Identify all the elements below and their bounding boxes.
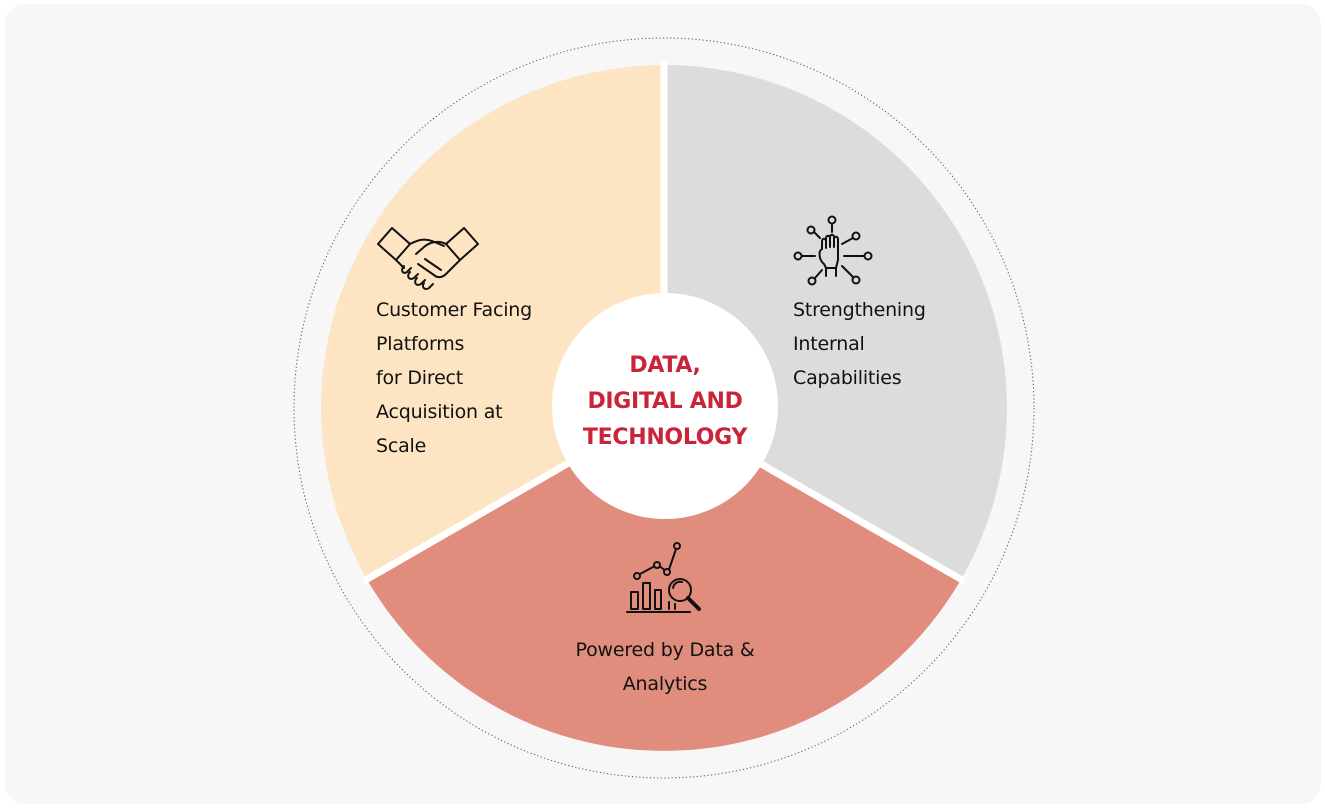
outer-dotted-ring: [293, 37, 1035, 779]
handshake-icon: [377, 227, 479, 291]
segment-label-internal-capabilities: Strengthening Internal Capabilities: [793, 299, 926, 389]
analytics-chart-icon: [626, 542, 701, 613]
center-circle: [552, 293, 778, 519]
network-fist-icon: [793, 215, 873, 286]
center-title: DATA, DIGITAL AND TECHNOLOGY: [582, 353, 748, 450]
segment-label-data-analytics: Powered by Data & Analytics: [575, 639, 755, 695]
segment-bottom: [367, 408, 961, 751]
segment-label-customer-platforms: Customer Facing Platforms for Direct Acq…: [376, 299, 532, 457]
